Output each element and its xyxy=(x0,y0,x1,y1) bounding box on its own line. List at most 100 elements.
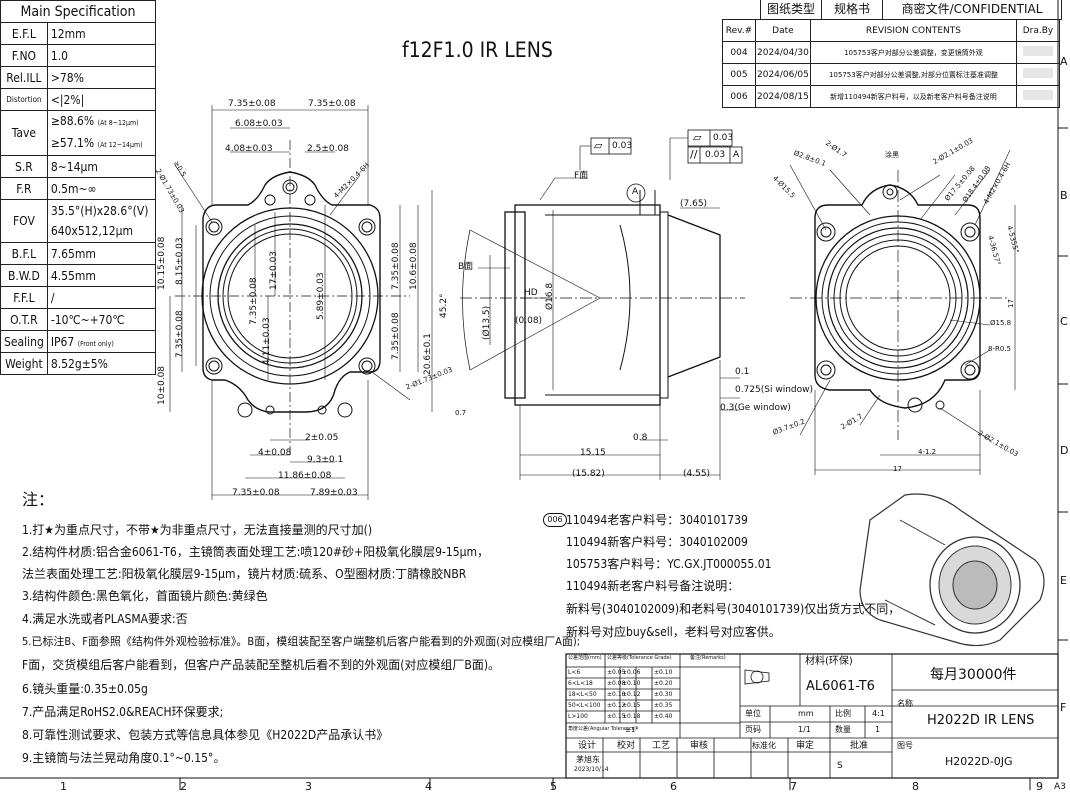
dim: 8.15±0.03 xyxy=(175,237,185,285)
part-number-line: 110494新客户料号：3040102009 xyxy=(566,535,748,549)
side-view xyxy=(460,129,745,480)
tb-page-label: 页码 xyxy=(745,725,761,734)
dim: (15.82) xyxy=(572,469,605,479)
note-line: F面，交货模组后客户能看到，但客户产品装配至整机后看不到的外观面(对应模组厂B面… xyxy=(22,658,501,672)
flatness-icon: ▱ xyxy=(693,131,702,144)
face-b-label: B面 xyxy=(458,262,474,272)
spec-key: O.T.R xyxy=(0,308,48,331)
dim: 7.35±0.08 xyxy=(175,310,185,358)
dim: 15.15 xyxy=(580,448,606,458)
tb-ang-val: ±1° xyxy=(625,726,639,734)
spec-key: F.R xyxy=(0,177,48,200)
confidential-label: 商密文件/CONFIDENTIAL xyxy=(901,2,1043,16)
flatness-icon: ▱ xyxy=(594,139,603,152)
dim: 45.2° xyxy=(439,293,449,318)
dim: 0.3(Ge window) xyxy=(720,403,791,413)
zone-number: 9 xyxy=(1036,780,1043,793)
zone-number: 3 xyxy=(305,780,312,793)
dim: 7.35±0.08 xyxy=(232,488,280,498)
tb-tol-c: ±0.30 xyxy=(654,691,673,698)
tb-drawing-no-label: 图号 xyxy=(897,741,913,750)
tb-tol-range: 6<L<18 xyxy=(568,680,593,687)
tb-tol-b: ±0.15 xyxy=(622,702,641,709)
note-line: 9.主镜筒与法兰晃动角度0.1°~0.15°。 xyxy=(22,751,226,765)
spec-value: 35.5°(H)x28.6°(V) 640x512,12μm xyxy=(46,199,157,243)
tave-2: ≥57.1% xyxy=(50,136,95,150)
dim: 4.11±0.03 xyxy=(262,317,272,365)
content-col-header: REVISION CONTENTS xyxy=(809,19,1018,42)
tb-approve-label: 批准 xyxy=(850,741,869,751)
drawing-title: f12F1.0 IR LENS xyxy=(402,38,553,62)
zone-number: 2 xyxy=(180,780,187,793)
tb-tol-a: ±0.12 xyxy=(607,702,626,709)
spec-value: 4.55mm xyxy=(46,264,157,287)
zone-letter: D xyxy=(1060,444,1069,457)
sheet-size: A3 xyxy=(1054,782,1066,792)
spec-value: 7.65mm xyxy=(46,242,157,265)
rear-view xyxy=(789,149,1016,475)
tb-material-label: 材料(环保) xyxy=(805,656,853,667)
rev-number: 005 xyxy=(722,63,756,86)
tb-material: AL6061-T6 xyxy=(806,679,875,694)
note-line: 7.产品满足RoHS2.0&REACH环保要求; xyxy=(22,705,224,719)
tb-audit-label: 审核 xyxy=(690,741,709,751)
tb-ang-tol: 角度公差(Angular Tolerance) xyxy=(568,726,637,732)
note-line: 8.可靠性测试要求、包装方式等信息具体参见《H2022D产品承认书》 xyxy=(22,728,389,742)
dim: Ø16.8 xyxy=(545,282,555,310)
note-line: 法兰表面处理工艺:阳极氧化膜层9-15μm，镜片材质:硫系、O型圈材质:丁腈橡胶… xyxy=(22,567,467,581)
spec-value: 8.52g±5% xyxy=(46,352,157,375)
tb-designer: 茅旭东 xyxy=(576,755,600,764)
tb-qty-label: 数量 xyxy=(835,725,851,734)
spec-key: B.F.L xyxy=(0,242,48,265)
tb-unit-label: 单位 xyxy=(745,709,761,718)
spec-value: 1.0 xyxy=(46,44,157,67)
spec-key: Tave xyxy=(0,110,48,156)
dim: 8-R0.5 xyxy=(988,345,1011,353)
tb-tol-range: 18<L<50 xyxy=(568,691,597,698)
tb-drawing-no: H2022D-0JG xyxy=(945,755,1013,768)
tb-tol-c: ±0.35 xyxy=(654,702,673,709)
tb-scale-label: 比例 xyxy=(835,709,851,718)
tb-tol-b: ±0.18 xyxy=(622,713,641,720)
tb-qty: 1 xyxy=(875,725,881,734)
tb-tol-a: ±0.10 xyxy=(607,691,626,698)
dim: HD xyxy=(524,288,538,298)
dim: 10±0.08 xyxy=(157,365,167,405)
spec-key: F.NO xyxy=(0,44,48,67)
tb-tol-c: ±0.20 xyxy=(654,680,673,687)
spec-header: Main Specification xyxy=(0,0,156,23)
notes-title: 注： xyxy=(22,490,55,509)
dim: 2±0.05 xyxy=(305,433,339,443)
sealing-note: (Front only) xyxy=(77,339,114,348)
rev-signature xyxy=(1016,85,1060,108)
rev-content: 新增110494新客户料号，以及新老客户料号备注说明 xyxy=(809,85,1018,108)
dim: 7.89±0.03 xyxy=(310,488,358,498)
rev-date: 2024/04/30 xyxy=(755,41,811,64)
dim: 7.35±0.08 xyxy=(391,312,401,360)
tb-page: 1/1 xyxy=(798,725,811,734)
spec-value: 8~14μm xyxy=(46,155,157,178)
tb-tol-range: 50<L<100 xyxy=(568,702,601,709)
tb-review-label: 审定 xyxy=(796,741,815,751)
zone-letter: A xyxy=(1060,55,1068,68)
tb-design-date: 2023/10/14 xyxy=(574,766,609,773)
dim: 11.86±0.08 xyxy=(278,471,332,481)
gdt-value: 0.03 xyxy=(713,133,734,143)
spec-key: Rel.ILL xyxy=(0,66,48,89)
zone-letter: B xyxy=(1060,189,1068,202)
zone-number: 4 xyxy=(425,780,432,793)
dim: 7.35±0.08 xyxy=(228,99,276,109)
note-line: 1.打★为重点尺寸，不带★为非重点尺寸，无法直接量测的尺寸加() xyxy=(22,523,373,537)
revision-tag: 006 xyxy=(543,513,567,527)
rev-date: 2024/08/15 xyxy=(755,85,811,108)
spec-value: IP67 (Front only) xyxy=(46,330,157,353)
tb-tol-c: ±0.10 xyxy=(654,669,673,676)
dim: 17 xyxy=(1007,299,1015,308)
rev-signature xyxy=(1016,63,1060,86)
dim: 20.6±0.1 xyxy=(423,333,433,375)
dim: 7.35±0.08 xyxy=(249,277,259,325)
dim: (Ø13.5) xyxy=(482,305,492,340)
zone-number: 5 xyxy=(550,780,557,793)
dim: (0.08) xyxy=(515,316,543,326)
